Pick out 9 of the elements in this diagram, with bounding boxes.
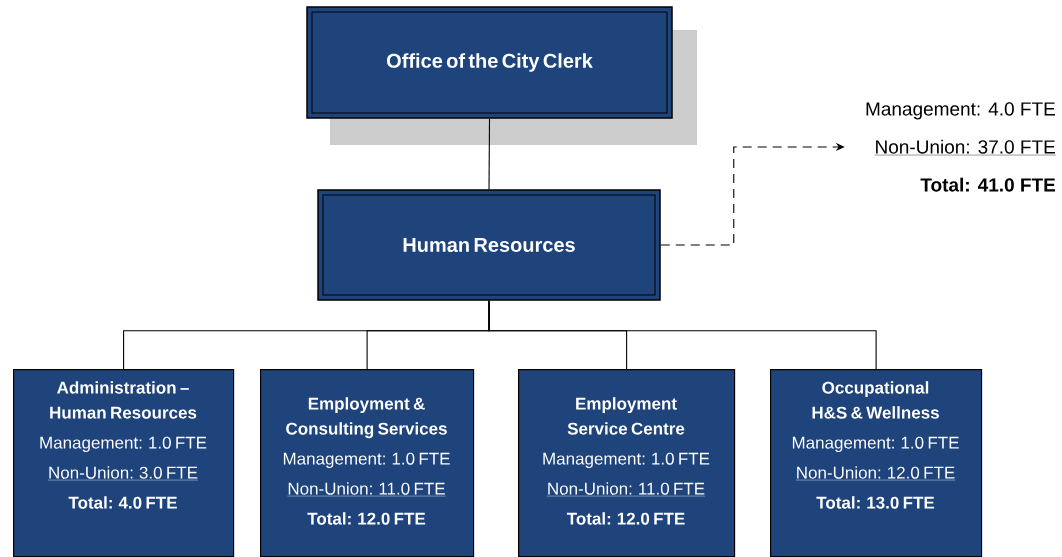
department-box: Administration – Human Resources Management: 1.0 FTE Non-Union: 3.0 FTE Total: 4.0 FTE: [13, 369, 235, 557]
department-box: Employment Service Centre Management: 1.0 FTE Non-Union: 11.0 FTE Total: 12.0 FTE: [518, 369, 736, 557]
department-box: Employment & Consulting Services Management: 1.0 FTE Non-Union: 11.0 FTE Total: 12.0 FTE: [260, 369, 475, 557]
summary-text: Management: 4.0 FTE Non-Union: 37.0 FTE Total: 41.0 FTE: [866, 102, 1056, 192]
connector-line: [488, 300, 877, 370]
org-box: Office of the City Clerk: [306, 6, 697, 145]
department-box: Occupational H&S & Wellness Management: 1.0 FTE Non-Union: 12.0 FTE Total: 13.0 FTE: [770, 369, 983, 557]
org-box: Human Resources: [317, 189, 661, 301]
connector-line: [488, 118, 491, 190]
